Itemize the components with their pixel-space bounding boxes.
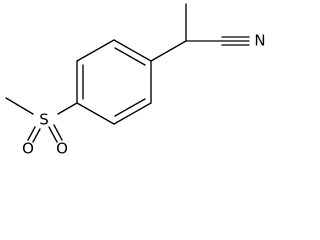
molecule-drawing: S O O N <box>5 3 266 158</box>
nitrogen-label: N <box>254 32 265 50</box>
sulfur-oxygen-lower-bond-b <box>53 124 63 141</box>
oxygen-lower-label: O <box>56 140 68 158</box>
sulfur-methyl-bond <box>5 97 34 115</box>
ring-to-ch-bond <box>150 40 187 62</box>
aromatic-inner-bond-2 <box>114 98 146 117</box>
sulfur-oxygen-lower-bond-a <box>48 126 58 143</box>
ring-bond-4 <box>76 102 115 125</box>
aromatic-inner-bond-1 <box>114 47 146 66</box>
oxygen-upper-label: O <box>22 140 34 158</box>
ring-bond-3 <box>113 102 152 125</box>
ring-bond-1 <box>113 39 152 62</box>
sulfur-label: S <box>39 111 49 129</box>
sulfur-oxygen-upper-bond-b <box>32 128 41 143</box>
sulfur-oxygen-upper-bond-a <box>27 126 36 141</box>
structure-diagram: S O O N <box>5 3 266 158</box>
ring-to-sulfur-bond <box>57 102 78 115</box>
ring-bond-6 <box>76 39 115 62</box>
